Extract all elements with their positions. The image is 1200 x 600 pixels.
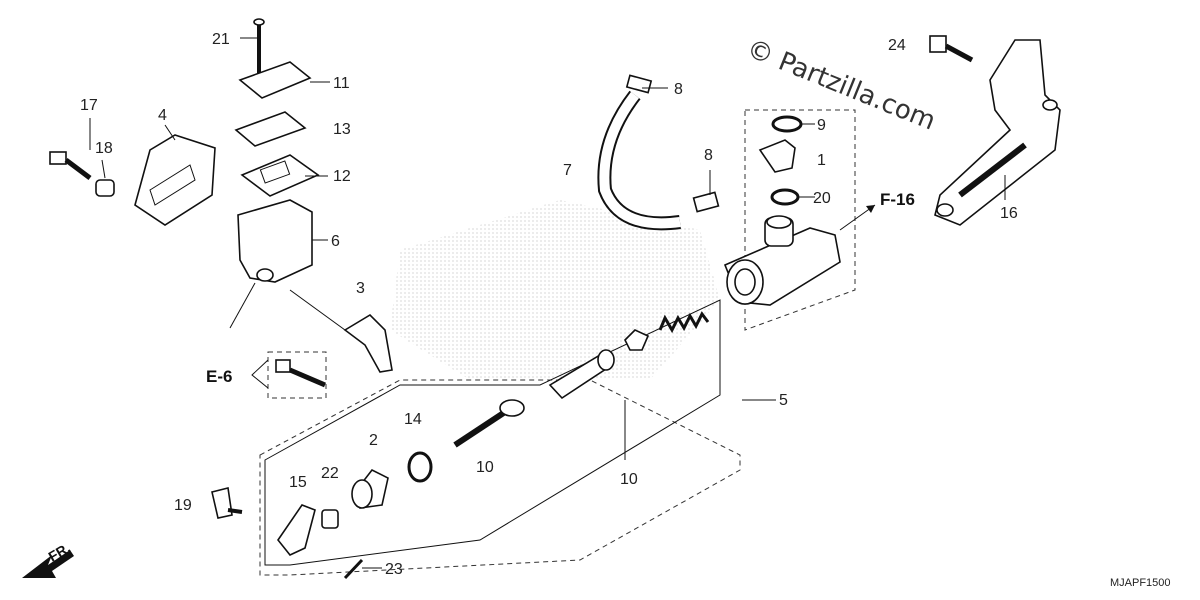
part-13-diaphragm[interactable]	[240, 154, 320, 197]
part-spring[interactable]	[658, 311, 710, 334]
callout-1: 1	[817, 152, 826, 169]
callout-20: 19	[174, 497, 192, 514]
callout-17: 16	[1000, 205, 1018, 222]
part-21-o-ring[interactable]	[770, 188, 800, 206]
callout-24: 23	[385, 561, 403, 578]
e6-dashed-box	[267, 351, 327, 399]
diagram-code: MJAPF1500	[1110, 577, 1171, 589]
part-2-boot[interactable]	[351, 468, 389, 509]
callout-9: 9	[817, 117, 826, 134]
ref-f16-label[interactable]: F-16	[880, 190, 915, 209]
part-17-bracket[interactable]	[934, 39, 1061, 226]
callout-23: 22	[321, 465, 339, 482]
part-4-cover[interactable]	[134, 134, 216, 226]
callout-18: 17	[80, 97, 98, 114]
part-25-bolt[interactable]	[929, 35, 974, 63]
callout-5: 5	[779, 392, 788, 409]
part-8-clamp-top[interactable]	[625, 74, 653, 94]
callout-4: 4	[158, 107, 167, 124]
callout-8-top: 8	[674, 81, 683, 98]
part-15-circlip[interactable]	[407, 451, 433, 483]
leader-lines	[89, 37, 1006, 569]
callout-6: 6	[331, 233, 340, 250]
callouts: 21 11 17 4 13 18 12 6 3 8 9 8 1 7 20 5 1…	[80, 31, 1018, 578]
group-outline-10	[264, 299, 721, 566]
callout-2: 2	[369, 432, 378, 449]
part-14-plate[interactable]	[234, 111, 307, 147]
part-24-cotter-pin[interactable]	[343, 558, 364, 580]
ref-e6[interactable]: E-6	[206, 359, 269, 389]
callout-25: 24	[888, 37, 906, 54]
callout-7: 7	[563, 162, 572, 179]
part-9-circlip[interactable]	[771, 115, 803, 133]
callout-12: 11	[333, 75, 350, 92]
part-16-joint[interactable]	[277, 504, 316, 556]
master-cylinder-body[interactable]	[723, 215, 841, 306]
callout-13: 12	[333, 168, 351, 185]
callout-3: 3	[356, 280, 365, 297]
part-8-clamp-bottom[interactable]	[692, 191, 720, 213]
front-direction-arrow: FR.	[22, 539, 74, 578]
part-piston-cup[interactable]	[624, 329, 650, 351]
callout-11: 10	[476, 459, 494, 476]
part-12-plate[interactable]	[238, 61, 312, 99]
watermark: © Partzilla.com	[742, 34, 939, 137]
part-3-bracket[interactable]	[343, 313, 393, 373]
callout-16: 15	[289, 474, 307, 491]
part-1-joint[interactable]	[758, 139, 796, 173]
part-23-nut[interactable]	[321, 509, 339, 529]
callout-19: 18	[95, 140, 113, 157]
callout-14: 13	[333, 121, 351, 138]
part-20-pin[interactable]	[211, 487, 243, 519]
part-18-bolt[interactable]	[49, 151, 92, 180]
part-e6-bolt[interactable]	[275, 359, 326, 388]
callout-10: 10	[620, 471, 638, 488]
group-outline-outer	[259, 379, 741, 576]
callout-15: 14	[404, 411, 422, 428]
part-6-reservoir[interactable]	[237, 199, 313, 283]
callout-21: 20	[813, 190, 831, 207]
ref-e6-label: E-6	[206, 367, 232, 386]
part-11-push-rod[interactable]	[453, 399, 525, 448]
part-piston[interactable]	[548, 349, 615, 400]
part-19-nut[interactable]	[95, 179, 115, 197]
callout-8-bottom: 8	[704, 147, 713, 164]
callout-22: 21	[212, 31, 230, 48]
